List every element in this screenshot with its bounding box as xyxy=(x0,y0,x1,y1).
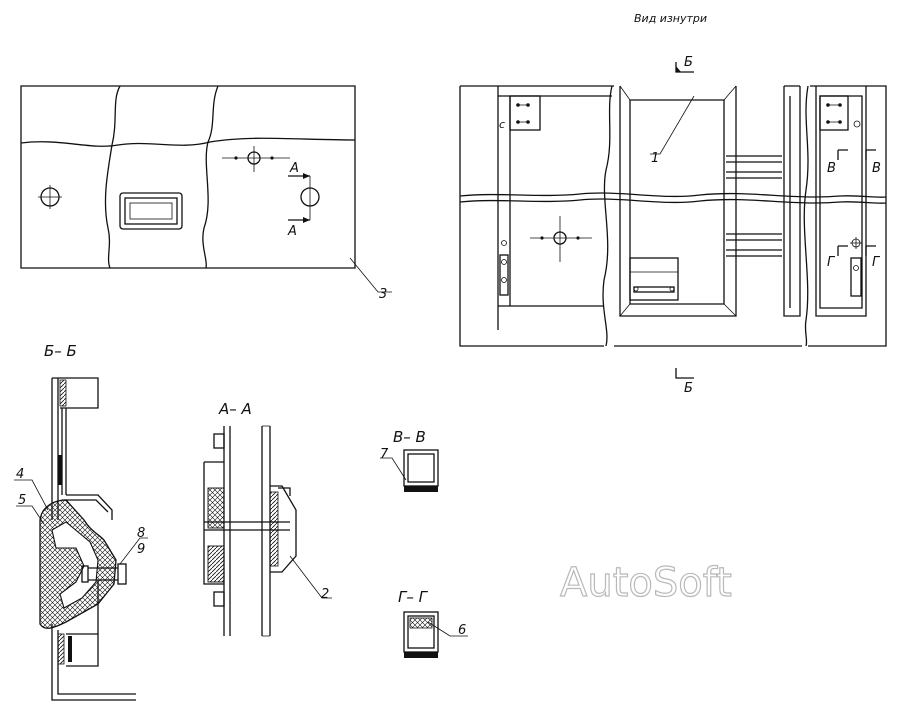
part-label-8: 8 xyxy=(137,526,145,541)
cut-label-g-left: Г xyxy=(827,255,836,270)
part-label-7: 7 xyxy=(380,447,389,462)
cut-label-b-bottom: Б xyxy=(684,381,693,396)
view-inside-title: Вид изнутри xyxy=(634,12,707,25)
section-vv-title: В– В xyxy=(393,428,426,446)
part-label-3: 3 xyxy=(379,287,387,302)
section-gg-title: Г– Г xyxy=(398,588,429,606)
cut-label-a-bottom: А xyxy=(287,224,297,239)
section-gg: Г– Г 6 xyxy=(398,588,468,658)
part-label-6: 6 xyxy=(458,623,466,638)
part-label-9: 9 xyxy=(137,542,145,557)
outside-view: А А 3 xyxy=(20,85,392,302)
section-aa: А– А 2 xyxy=(203,400,332,637)
part-label-5: 5 xyxy=(18,493,26,508)
part-label-4: 4 xyxy=(16,467,24,482)
cut-label-b-top: Б xyxy=(684,55,693,70)
section-vv: В– В 7 xyxy=(380,428,439,492)
watermark-logo: AutoSoft xyxy=(560,560,732,606)
cut-label-g-right: Г xyxy=(872,255,881,270)
inside-view: Вид изнутри Б Б c xyxy=(459,12,887,396)
section-aa-title: А– А xyxy=(218,400,252,418)
section-bb-title: Б– Б xyxy=(44,342,77,360)
part-label-1: 1 xyxy=(651,151,659,166)
part-label-2: 2 xyxy=(321,587,329,602)
cut-label-v-right: В xyxy=(872,161,881,176)
cut-label-v-left: В xyxy=(827,161,836,176)
cut-label-a-top: А xyxy=(289,161,299,176)
section-bb: Б– Б 8 9 4 5 xyxy=(14,342,148,701)
svg-text:c: c xyxy=(499,118,505,131)
